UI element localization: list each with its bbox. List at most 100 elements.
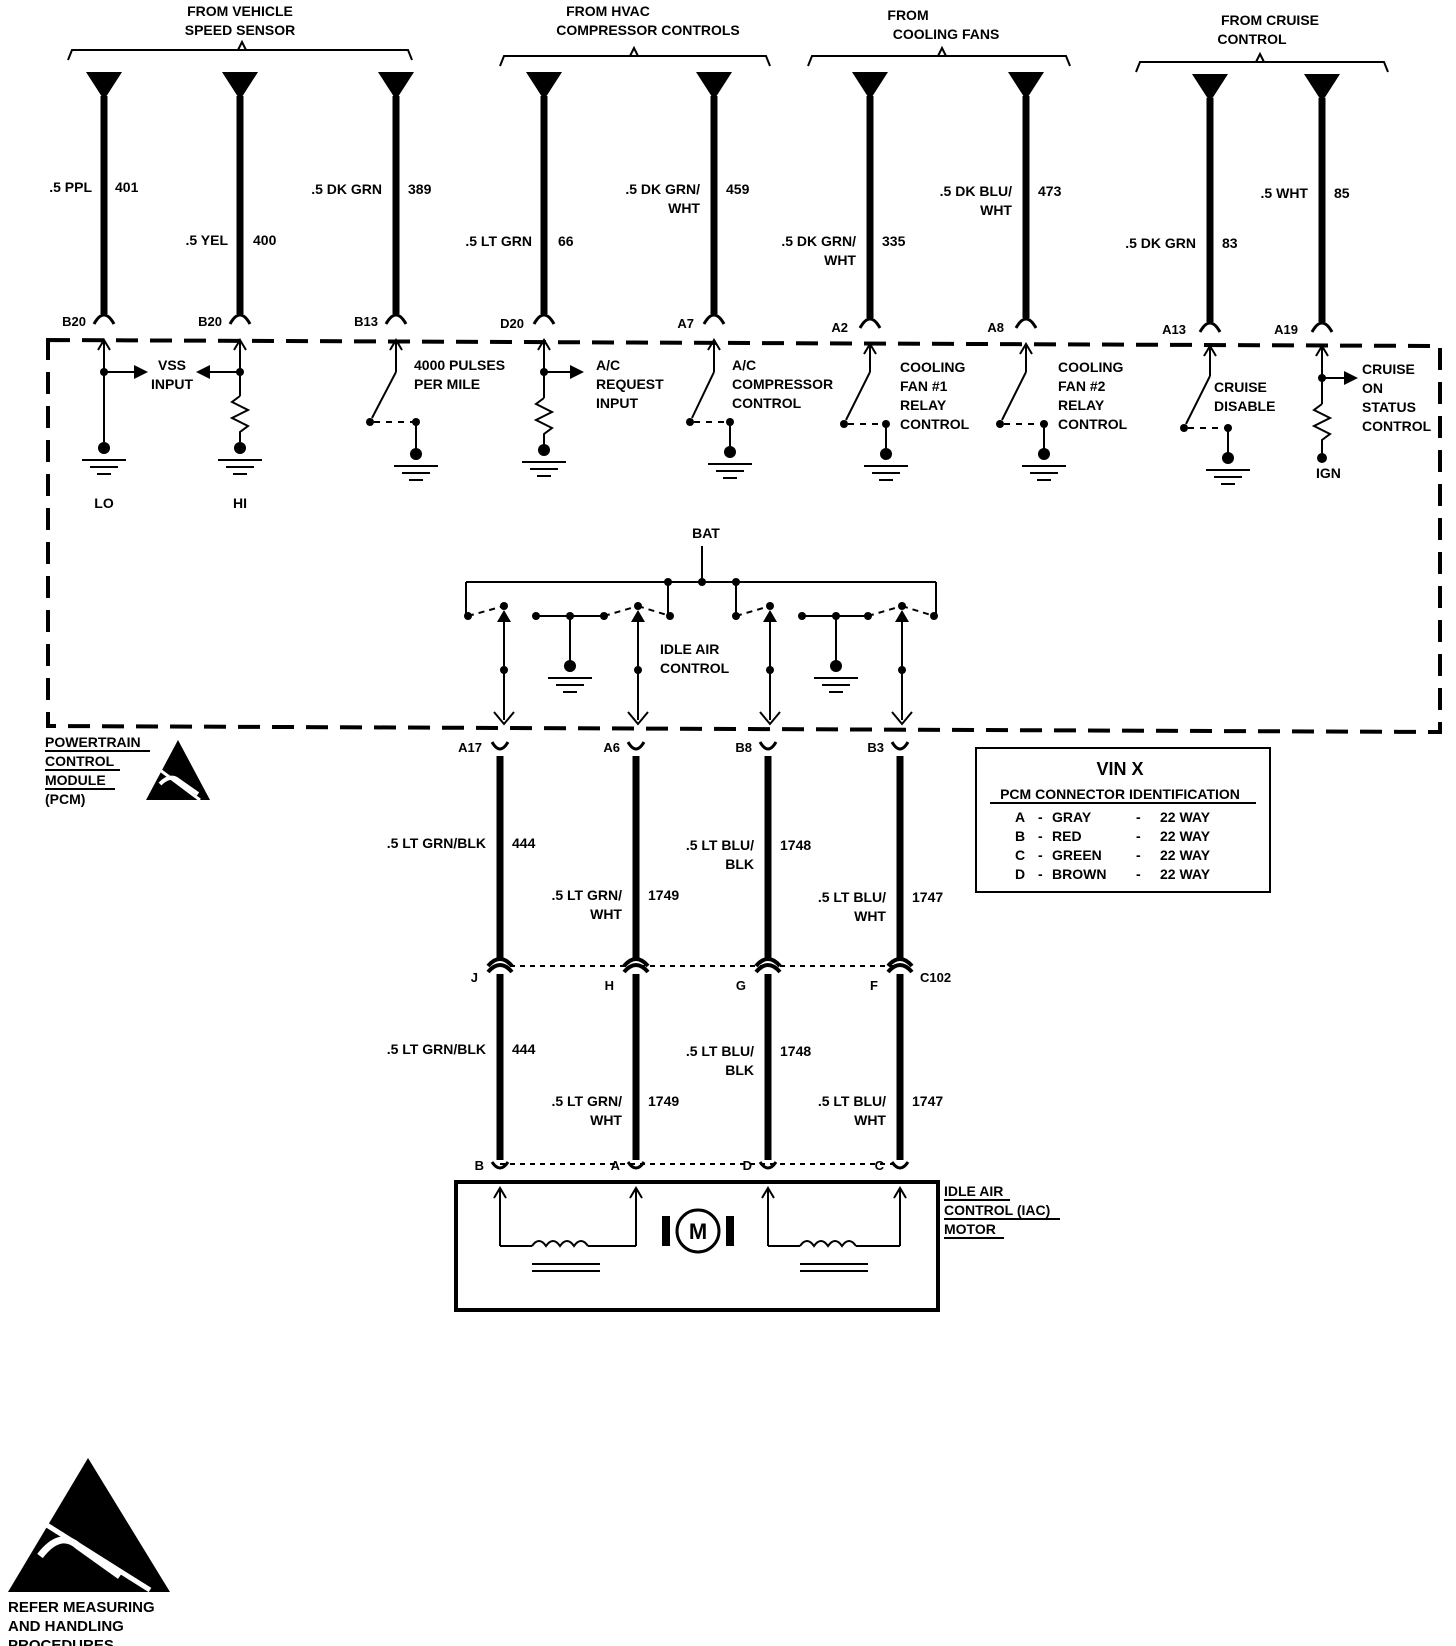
svg-text:CONTROL: CONTROL — [660, 660, 730, 676]
connector-row-d: D - BROWN - 22 WAY — [1015, 866, 1211, 882]
connector-row-c: C - GREEN - 22 WAY — [1015, 847, 1211, 863]
svg-text:(PCM): (PCM) — [45, 791, 85, 807]
svg-text:.5 LT GRN: .5 LT GRN — [465, 233, 532, 249]
svg-text:.5 DK GRN/: .5 DK GRN/ — [625, 181, 700, 197]
svg-text:REQUEST: REQUEST — [596, 376, 664, 392]
svg-text:IDLE AIR: IDLE AIR — [944, 1183, 1003, 1199]
header-cruise-line1: FROM CRUISE — [1221, 12, 1319, 28]
svg-text:.5 PPL: .5 PPL — [49, 179, 92, 195]
pcm-boundary — [46, 337, 1442, 735]
lo-label: LO — [94, 495, 114, 511]
iac-driver-circuit: BAT — [464, 525, 938, 726]
svg-text:BROWN: BROWN — [1052, 866, 1106, 882]
iac-driver-arrow-a17 — [493, 610, 515, 726]
svg-text:D: D — [743, 1158, 752, 1173]
connector-id-table: VIN X PCM CONNECTOR IDENTIFICATION A - G… — [975, 747, 1271, 893]
svg-text:WHT: WHT — [980, 202, 1012, 218]
svg-text:459: 459 — [726, 181, 750, 197]
fan2-relay-switch: COOLING FAN #2 RELAY CONTROL — [996, 342, 1128, 481]
header-hvac-line2: COMPRESSOR CONTROLS — [556, 22, 740, 38]
svg-text:RELAY: RELAY — [1058, 397, 1105, 413]
svg-text:22 WAY: 22 WAY — [1160, 809, 1211, 825]
svg-text:F: F — [870, 978, 878, 993]
svg-text:WHT: WHT — [854, 908, 886, 924]
svg-text:GREEN: GREEN — [1052, 847, 1102, 863]
svg-text:389: 389 — [408, 181, 432, 197]
svg-text:-: - — [1136, 828, 1141, 844]
svg-text:.5 YEL: .5 YEL — [185, 232, 228, 248]
svg-text:-: - — [1038, 828, 1043, 844]
svg-text:WHT: WHT — [824, 252, 856, 268]
iac-label: IDLE AIR CONTROL (IAC) MOTOR — [944, 1183, 1060, 1239]
svg-text:REFER MEASURING: REFER MEASURING — [8, 1599, 155, 1616]
iac-driver-arrow-b8 — [759, 610, 781, 726]
svg-text:-: - — [1136, 809, 1141, 825]
ac-request-label: A/C — [596, 357, 620, 373]
ac-compressor-label: A/C — [732, 357, 756, 373]
svg-text:.5 LT BLU/: .5 LT BLU/ — [818, 889, 886, 905]
svg-text:DISABLE: DISABLE — [1214, 398, 1275, 414]
svg-text:CONTROL: CONTROL — [732, 395, 802, 411]
svg-text:A: A — [611, 1158, 621, 1173]
pcm-label: POWERTRAIN CONTROL MODULE (PCM) — [45, 734, 150, 807]
svg-text:D: D — [1015, 866, 1025, 882]
svg-text:22 WAY: 22 WAY — [1160, 847, 1211, 863]
svg-text:.5 LT GRN/BLK: .5 LT GRN/BLK — [387, 835, 486, 851]
ac-request-circuit: A/C REQUEST INPUT — [522, 338, 664, 477]
top-wire-473: .5 DK BLU/ WHT 473 A8 — [940, 72, 1062, 335]
svg-text:-: - — [1136, 866, 1141, 882]
svg-text:INPUT: INPUT — [151, 376, 193, 392]
svg-text:.5 LT BLU/: .5 LT BLU/ — [686, 837, 754, 853]
cruise-disable-switch: CRUISE DISABLE — [1180, 344, 1275, 485]
svg-text:PROCEDURES: PROCEDURES — [8, 1637, 114, 1646]
iac-driver-arrow-b3 — [891, 610, 913, 726]
svg-text:CONTROL: CONTROL — [1058, 416, 1128, 432]
top-wire-66: .5 LT GRN 66 D20 — [465, 72, 574, 331]
connector-row-b: B - RED - 22 WAY — [1015, 828, 1211, 844]
svg-text:FAN #2: FAN #2 — [1058, 378, 1106, 394]
header-hvac-line1: FROM HVAC — [566, 3, 650, 19]
svg-text:CONTROL: CONTROL — [900, 416, 970, 432]
bottom-wire-1747: B3 .5 LT BLU/ WHT 1747 F .5 LT BLU/ WHT … — [818, 740, 944, 1173]
svg-text:1749: 1749 — [648, 887, 679, 903]
pulses-label: 4000 PULSES — [414, 357, 505, 373]
svg-text:A6: A6 — [603, 740, 620, 755]
svg-text:1749: 1749 — [648, 1093, 679, 1109]
svg-text:FAN #1: FAN #1 — [900, 378, 948, 394]
svg-text:1747: 1747 — [912, 889, 943, 905]
top-wire-459: .5 DK GRN/ WHT 459 A7 — [625, 72, 750, 331]
pulses-switch: 4000 PULSES PER MILE — [366, 338, 505, 481]
svg-text:A17: A17 — [458, 740, 482, 755]
iac-driver-arrow-a6 — [627, 610, 649, 726]
bottom-wire-444: A17 .5 LT GRN/BLK 444 J .5 LT GRN/BLK 44… — [387, 740, 536, 1173]
idle-air-control-label: IDLE AIR — [660, 641, 719, 657]
fan1-relay-switch: COOLING FAN #1 RELAY CONTROL — [840, 342, 970, 481]
svg-text:.5 DK GRN: .5 DK GRN — [1125, 235, 1196, 251]
svg-text:400: 400 — [253, 232, 277, 248]
svg-text:B3: B3 — [867, 740, 884, 755]
svg-text:B20: B20 — [198, 314, 222, 329]
svg-text:ON: ON — [1362, 380, 1383, 396]
svg-text:.5 DK GRN: .5 DK GRN — [311, 181, 382, 197]
svg-text:1748: 1748 — [780, 1043, 811, 1059]
svg-text:A2: A2 — [831, 320, 848, 335]
svg-text:.5 LT GRN/: .5 LT GRN/ — [551, 1093, 622, 1109]
header-vss-line2: SPEED SENSOR — [185, 22, 295, 38]
top-wire-335: .5 DK GRN/ WHT 335 A2 — [781, 72, 906, 335]
svg-text:C: C — [1015, 847, 1025, 863]
svg-text:B8: B8 — [735, 740, 752, 755]
top-wire-401: .5 PPL 401 B20 — [49, 72, 139, 329]
svg-text:CONTROL: CONTROL — [45, 753, 115, 769]
svg-text:WHT: WHT — [668, 200, 700, 216]
svg-text:MOTOR: MOTOR — [944, 1221, 996, 1237]
esd-warning-icon-large — [8, 1458, 170, 1593]
svg-text:66: 66 — [558, 233, 574, 249]
svg-text:444: 444 — [512, 835, 536, 851]
svg-text:.5 LT BLU/: .5 LT BLU/ — [818, 1093, 886, 1109]
svg-text:83: 83 — [1222, 235, 1238, 251]
bat-label: BAT — [692, 525, 720, 541]
bottom-wire-1749: A6 .5 LT GRN/ WHT 1749 H .5 LT GRN/ WHT … — [551, 740, 679, 1173]
svg-text:J: J — [471, 970, 478, 985]
svg-text:GRAY: GRAY — [1052, 809, 1092, 825]
